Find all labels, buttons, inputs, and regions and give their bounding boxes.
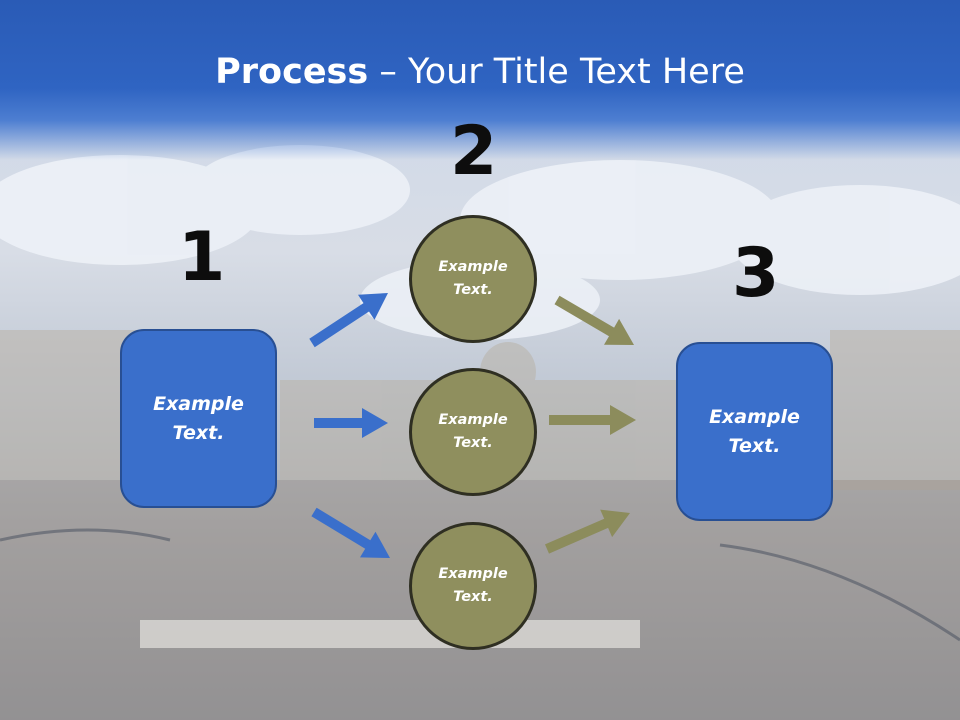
- step-2-circle-middle-text: Example Text.: [438, 412, 508, 451]
- step-1-box[interactable]: Example Text.: [120, 329, 277, 508]
- step-number-1: 1: [178, 218, 226, 297]
- step-2-circle-bottom[interactable]: Example Text.: [409, 522, 537, 650]
- step-2-circle-top[interactable]: Example Text.: [409, 215, 537, 343]
- step-3-box[interactable]: Example Text.: [676, 342, 833, 521]
- step-3-text: Example Text.: [709, 405, 800, 457]
- step-2-circle-top-text: Example Text.: [438, 259, 508, 298]
- arrow-1-to-2-bottom: [311, 507, 390, 558]
- arrow-2-bottom-to-3: [545, 509, 630, 554]
- step-2-circle-middle[interactable]: Example Text.: [409, 368, 537, 496]
- arrow-2-middle-to-3: [549, 405, 636, 435]
- arrow-1-to-2-top: [309, 293, 388, 348]
- step-number-3: 3: [732, 234, 780, 313]
- title-rest: – Your Title Text Here: [368, 52, 745, 92]
- step-number-2: 2: [450, 112, 498, 191]
- arrow-1-to-2-middle: [314, 408, 388, 438]
- step-1-text: Example Text.: [153, 392, 244, 444]
- arrow-2-top-to-3: [554, 295, 634, 345]
- slide-title: Process – Your Title Text Here: [0, 52, 960, 92]
- step-2-circle-bottom-text: Example Text.: [438, 566, 508, 605]
- title-band: [0, 0, 960, 160]
- title-bold: Process: [215, 52, 369, 92]
